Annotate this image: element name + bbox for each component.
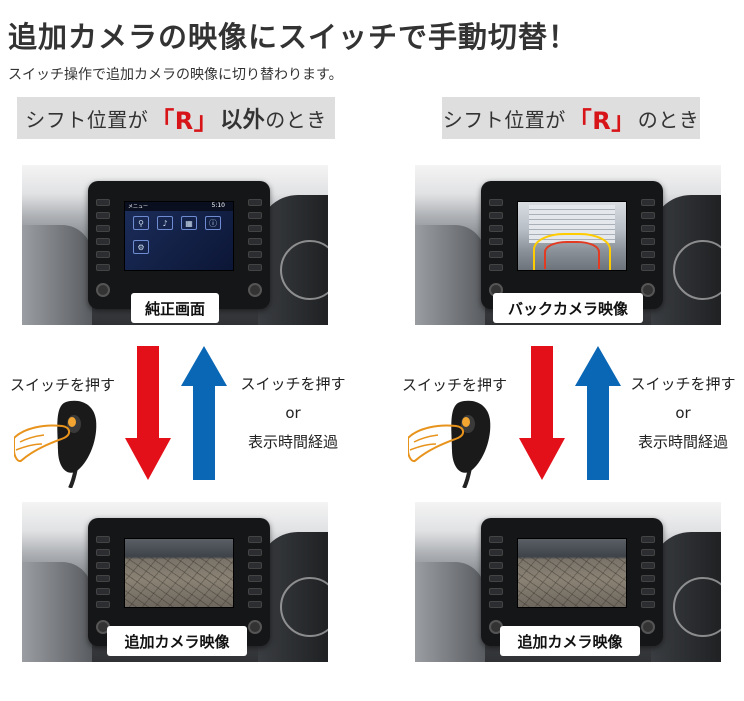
caption-stock-screen: 純正画面 [131, 293, 219, 323]
switch-press-illustration-right [408, 400, 491, 488]
photo-left-bottom-added-camera: 追加カメラ映像 [22, 502, 328, 662]
mode-label-left: シフト位置が 「R」 以外 のとき [17, 97, 335, 139]
tune-knob [248, 283, 262, 297]
mode-label-right-before: シフト位置が [442, 107, 566, 132]
mode-label-right-r: 「R」 [567, 106, 636, 135]
push-switch-icon [57, 400, 97, 473]
head-unit [481, 181, 663, 309]
gauge-icon [280, 240, 328, 300]
return-condition-left-1: スイッチを押す [240, 375, 346, 393]
down-arrow-right [519, 346, 565, 480]
music-icon: ♪ [157, 216, 173, 230]
push-switch-icon [451, 400, 491, 473]
tune-knob [641, 620, 655, 634]
return-condition-left-2: or [285, 404, 301, 422]
mode-label-right-after: のとき [637, 107, 700, 132]
photo-left-top-stock-screen: メニュー 5:10 ⚲ ♪ ▦ ⓘ ⚙ 純正画面 [22, 165, 328, 325]
added-camera-screen [124, 538, 234, 608]
return-condition-right-2: or [675, 404, 691, 422]
caption-added-camera-right: 追加カメラ映像 [500, 626, 640, 656]
menu-time: 5:10 [211, 202, 225, 209]
settings-icon: ⚙ [133, 240, 149, 254]
mode-label-left-after: のとき [265, 107, 327, 132]
up-arrow-right [575, 346, 621, 480]
return-condition-left: スイッチを押す or 表示時間経過 [232, 370, 354, 457]
menu-title: メニュー [128, 204, 149, 210]
nav-icon: ⚲ [133, 216, 149, 230]
tune-knob [248, 620, 262, 634]
photo-right-top-back-camera: バックカメラ映像 [415, 165, 721, 325]
volume-knob [96, 283, 110, 297]
mode-label-right: シフト位置が 「R」 のとき [442, 97, 700, 139]
caption-back-camera: バックカメラ映像 [493, 293, 643, 323]
caption-added-camera-left: 追加カメラ映像 [107, 626, 247, 656]
photo-right-bottom-added-camera: 追加カメラ映像 [415, 502, 721, 662]
menu-screen: メニュー 5:10 ⚲ ♪ ▦ ⓘ ⚙ [124, 201, 234, 271]
gauge-icon [673, 240, 721, 300]
mode-label-left-r: 「R」 [150, 106, 219, 135]
head-unit: メニュー 5:10 ⚲ ♪ ▦ ⓘ ⚙ [88, 181, 270, 309]
finger-icon [408, 424, 464, 462]
back-camera-screen [517, 201, 627, 271]
switch-press-illustration-left [14, 400, 97, 488]
head-unit [88, 518, 270, 646]
up-arrow-left [181, 346, 227, 480]
return-condition-right-3: 表示時間経過 [637, 433, 728, 451]
down-arrow-left [125, 346, 171, 480]
added-camera-screen [517, 538, 627, 608]
mode-label-left-strong: 以外 [220, 108, 266, 133]
finger-icon [14, 424, 70, 462]
head-unit [481, 518, 663, 646]
press-switch-label-right: スイッチを押す [402, 376, 508, 394]
subline: スイッチ操作で追加カメラの映像に切り替わります。 [8, 67, 343, 83]
return-condition-right: スイッチを押す or 表示時間経過 [622, 370, 744, 457]
apps-icon: ▦ [181, 216, 197, 230]
tune-knob [641, 283, 655, 297]
info-icon: ⓘ [205, 216, 221, 230]
gauge-icon [673, 577, 721, 637]
press-switch-label-left: スイッチを押す [10, 376, 116, 394]
headline: 追加カメラの映像にスイッチで手動切替！ [8, 20, 579, 54]
return-condition-right-1: スイッチを押す [630, 375, 736, 393]
mode-label-left-before: シフト位置が [25, 107, 149, 132]
gauge-icon [280, 577, 328, 637]
return-condition-left-3: 表示時間経過 [247, 433, 338, 451]
